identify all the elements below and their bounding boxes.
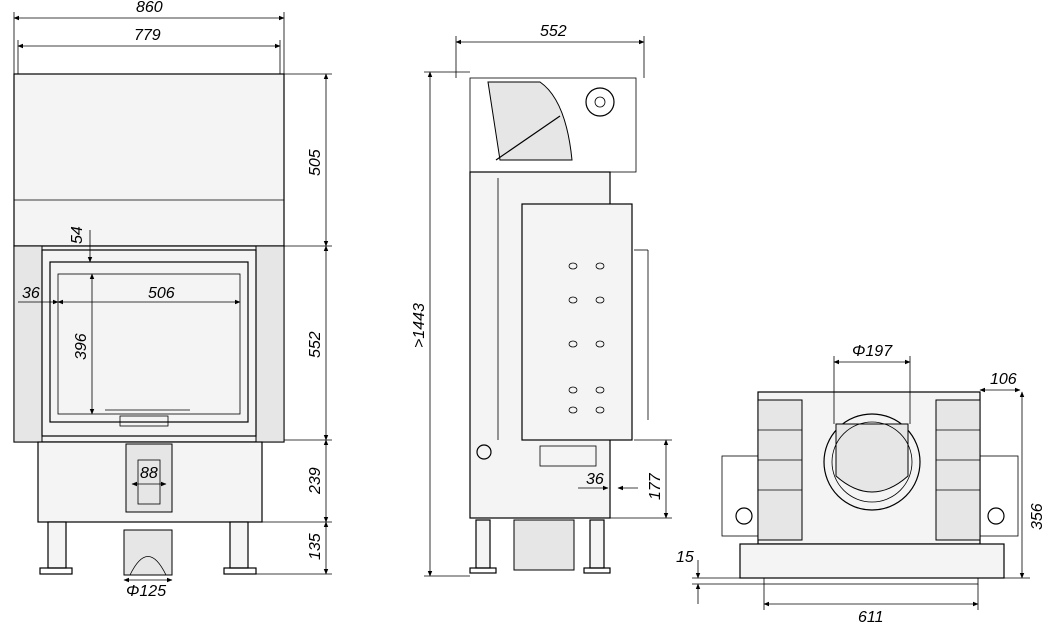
top-view: [721, 391, 1019, 585]
dim-top-depth: 356: [1029, 503, 1046, 530]
side-dimensions: 552 >1443 36 177: [411, 23, 672, 577]
bolt-pattern: [568, 262, 605, 414]
front-dimensions: 860 779 505 552 239 135 54 36 506 396: [13, 0, 332, 600]
dim-total-height: >1443: [411, 303, 428, 348]
dim-base-height: 239: [307, 467, 324, 495]
dim-side-margin: 36: [22, 285, 40, 302]
dim-inlet-height: 177: [647, 472, 664, 500]
dim-hood-height: 505: [307, 149, 324, 176]
top-dimensions: Φ197 106 356 15 611: [676, 343, 1046, 624]
dim-inlet-offset: 36: [586, 471, 604, 488]
dim-outlet-width: 88: [140, 465, 158, 482]
dim-overall-width: 860: [136, 0, 163, 16]
dim-glass-width: 506: [148, 285, 175, 302]
dim-front-offset: 15: [676, 549, 694, 566]
dim-side-depth: 552: [540, 23, 567, 40]
front-view: [13, 73, 285, 576]
dim-door-height: 552: [307, 331, 324, 358]
dim-flue-diameter-top: Φ197: [852, 343, 893, 360]
dim-leg-height: 135: [307, 533, 324, 560]
dim-front-width: 611: [858, 609, 884, 624]
dim-glass-height: 396: [73, 333, 90, 360]
dim-side-offset: 106: [990, 371, 1017, 388]
dim-flue-diameter-front: Φ125: [126, 583, 166, 600]
dim-inner-width: 779: [134, 27, 161, 44]
side-view: [469, 77, 649, 574]
dim-frame-offset: 54: [69, 226, 86, 244]
